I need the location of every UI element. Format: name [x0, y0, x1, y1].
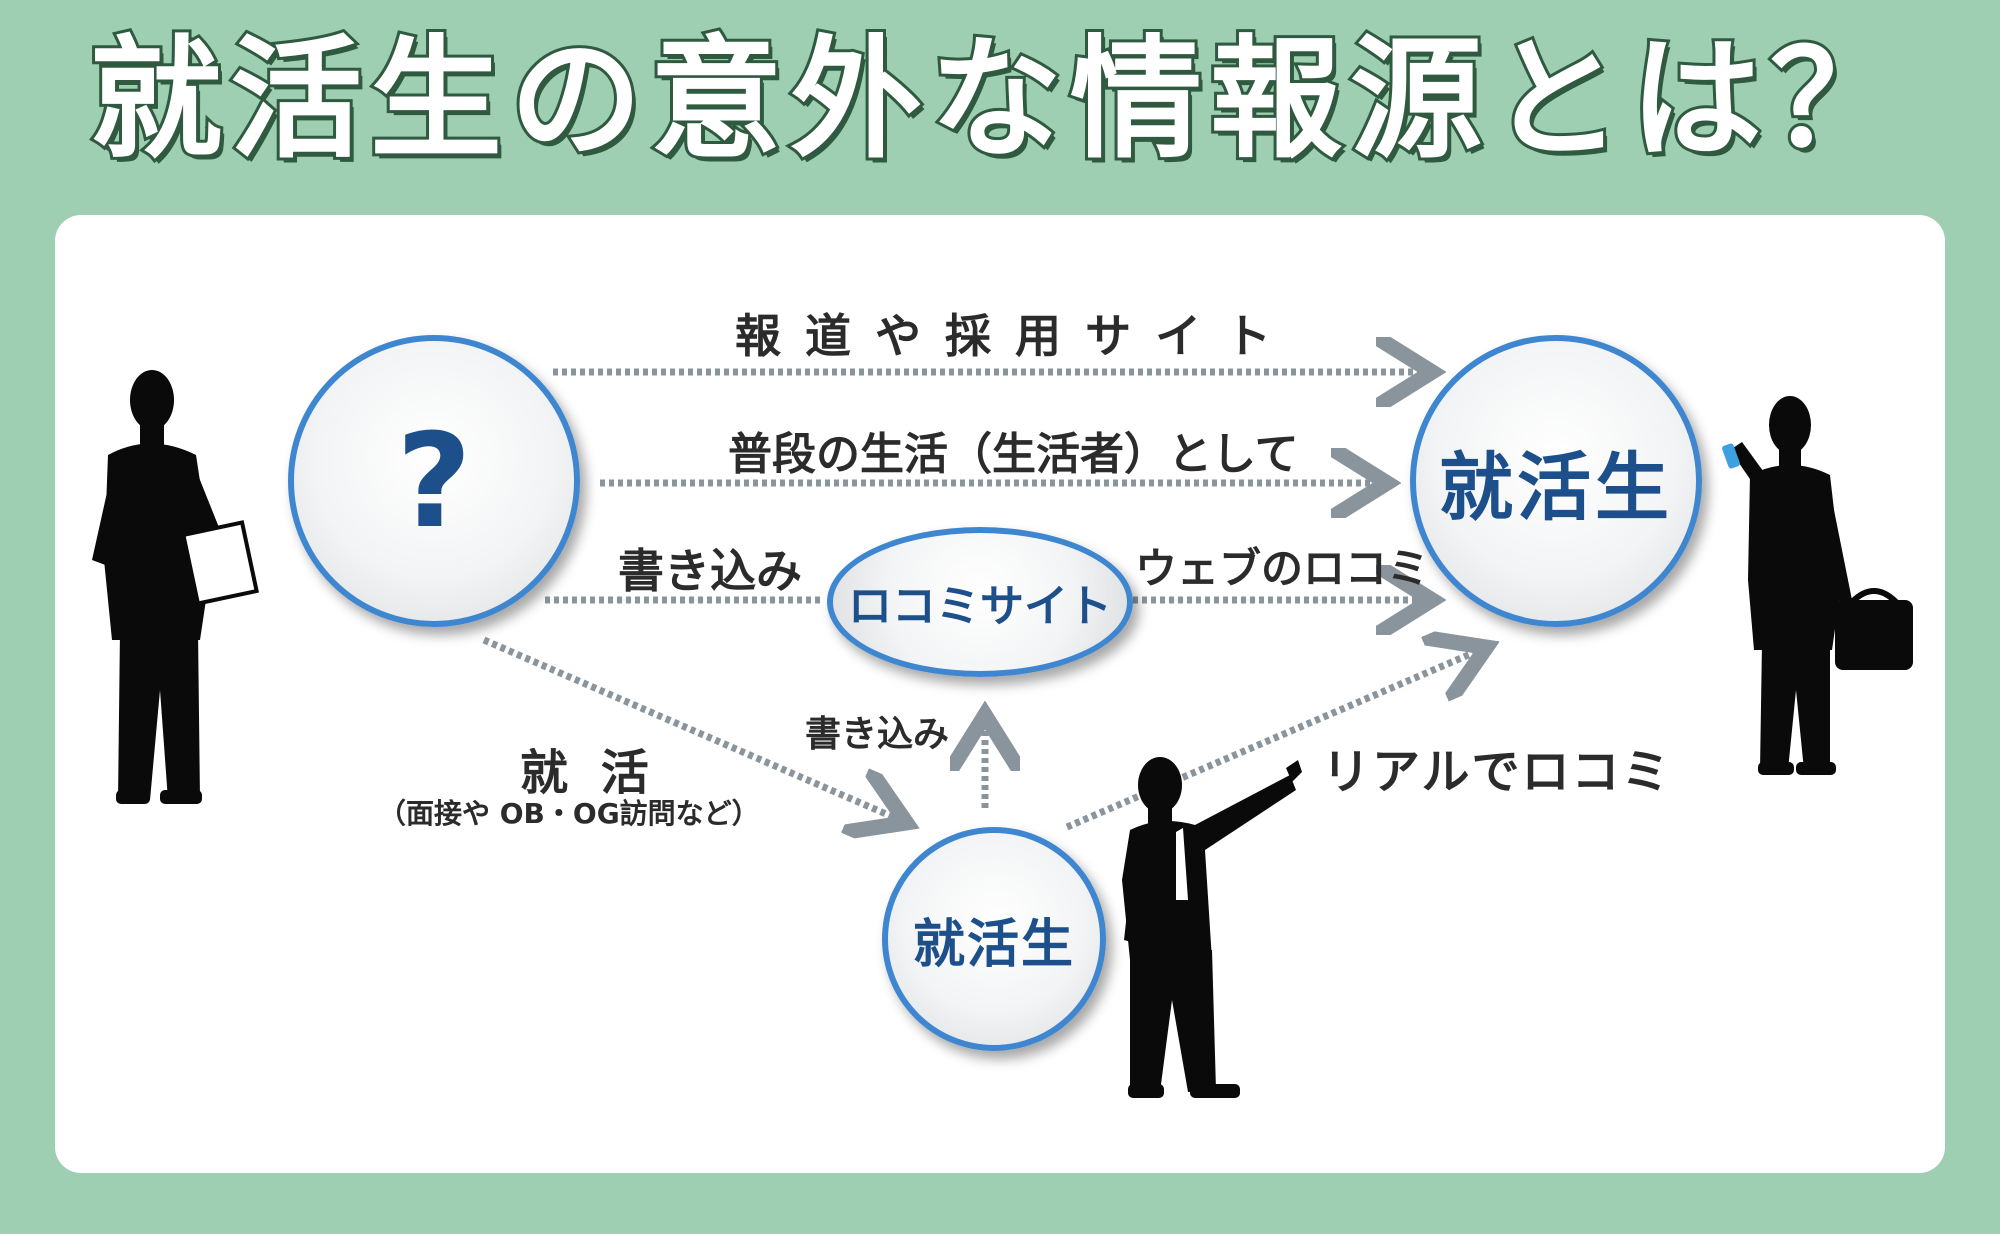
person-with-tablet-silhouette [92, 370, 259, 804]
arrow-real-kuchikomi [1065, 650, 1480, 831]
label-web-kuchikomi: ウェブのロコミ [1135, 544, 1430, 593]
label-news-recruit: 報 道 や 採 用 サ イ ト [735, 309, 1276, 363]
label-shukatsu-detail: （面接や OB・OG訪問など） [378, 797, 760, 830]
student-node-bottom: 就活生 [882, 827, 1106, 1051]
person-pointing-silhouette [1122, 757, 1302, 1098]
label-daily-life: 普段の生活（生活者）として [728, 429, 1299, 480]
label-real-kuchikomi: リアルでロコミ [1322, 744, 1672, 800]
question-node: ? [288, 335, 580, 627]
label-shukatsu: 就 活 [520, 745, 657, 801]
page-title: 就活生の意外な情報源とは？ [87, 20, 1910, 180]
student-node-right: 就活生 [1410, 335, 1702, 627]
arrow-shukatsu [482, 636, 900, 820]
label-write-in-bottom: 書き込み [805, 714, 950, 755]
kuchikomi-site-node: ロコミサイト [827, 527, 1133, 677]
person-with-phone-silhouette [1722, 396, 1913, 775]
label-write-in-left: 書き込み [618, 544, 802, 598]
